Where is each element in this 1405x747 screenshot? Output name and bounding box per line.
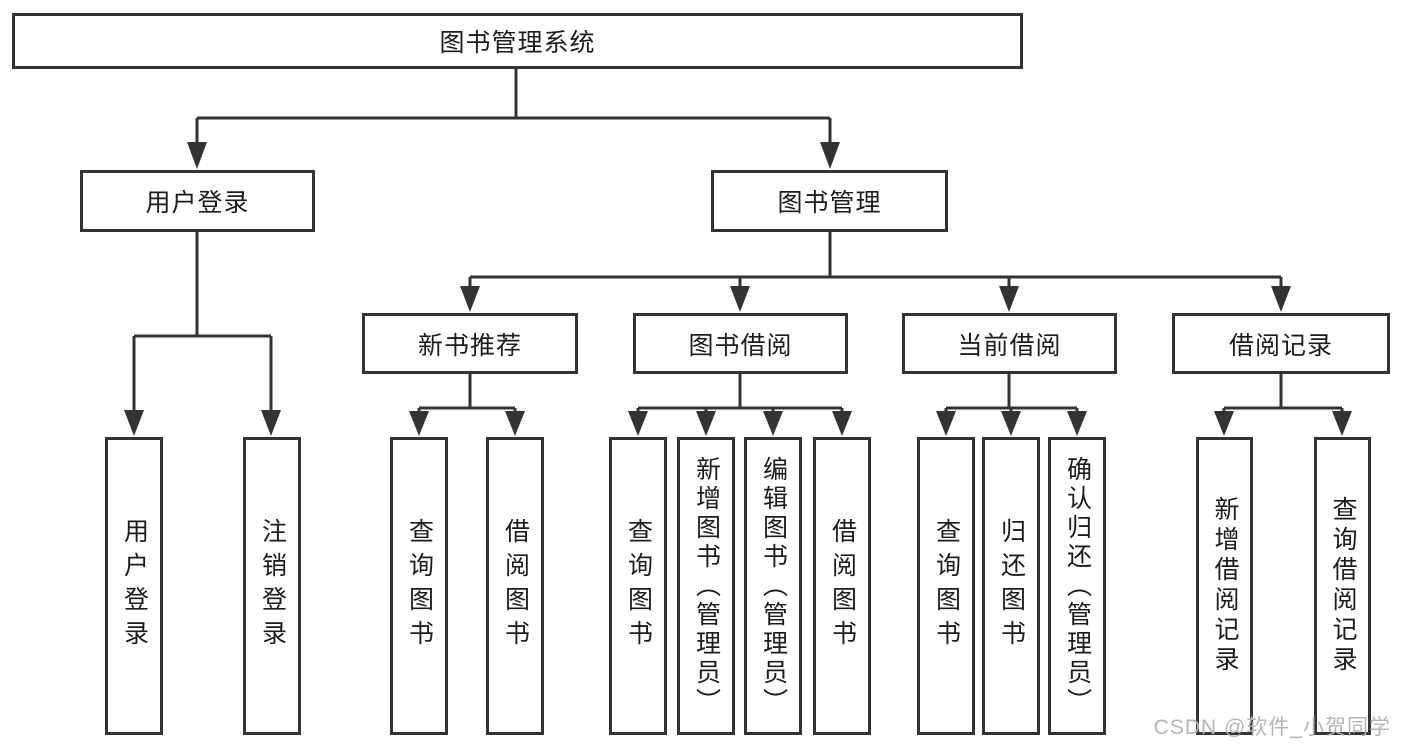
csdn-watermark: CSDN @软件_小贺同学 [1153,716,1391,739]
leaf-user-login-label: 用户登录 [120,518,149,654]
leaf-edit-book-admin-label: 编辑图书（管理员） [759,455,788,717]
leaf-current-query-book-label: 查询图书 [932,518,961,654]
leaf-borrow-query-book-label: 查询图书 [624,518,653,654]
node-borrow-record-label: 借阅记录 [1228,331,1333,360]
leaf-confirm-return-admin-label: 确认归还（管理员） [1063,455,1092,717]
leaf-add-book-admin-label: 新增图书（管理员） [692,455,721,717]
node-user-login: 用户登录 [80,170,315,232]
leaf-logout: 注销登录 [243,437,301,735]
node-current-borrow: 当前借阅 [902,313,1117,374]
leaf-recommend-query-book-label: 查询图书 [405,518,434,654]
node-book-borrow: 图书借阅 [633,313,848,374]
node-root-label: 图书管理系统 [439,29,596,57]
node-book-mgmt: 图书管理 [711,170,948,232]
node-root: 图书管理系统 [12,13,1023,69]
leaf-edit-book-admin: 编辑图书（管理员） [744,437,802,735]
leaf-add-borrow-record: 新增借阅记录 [1196,437,1253,735]
leaf-return-book: 归还图书 [982,437,1040,735]
leaf-borrow-query-book: 查询图书 [609,437,667,735]
leaf-user-login: 用户登录 [105,437,163,735]
leaf-current-query-book: 查询图书 [917,437,975,735]
leaf-return-book-label: 归还图书 [997,518,1026,654]
leaf-recommend-borrow-book-label: 借阅图书 [501,518,530,654]
leaf-confirm-return-admin: 确认归还（管理员） [1048,437,1106,735]
node-book-borrow-label: 图书借阅 [688,331,793,360]
leaf-recommend-borrow-book: 借阅图书 [486,437,544,735]
leaf-add-borrow-record-label: 新增借阅记录 [1211,496,1239,676]
leaf-query-borrow-record: 查询借阅记录 [1314,437,1371,735]
leaf-query-borrow-record-label: 查询借阅记录 [1329,496,1357,676]
node-borrow-record: 借阅记录 [1172,313,1390,374]
leaf-borrow-book-label: 借阅图书 [828,518,857,654]
node-book-mgmt-label: 图书管理 [777,189,882,217]
node-current-borrow-label: 当前借阅 [957,331,1062,360]
leaf-add-book-admin: 新增图书（管理员） [677,437,735,735]
leaf-borrow-book: 借阅图书 [813,437,871,735]
leaf-recommend-query-book: 查询图书 [390,437,448,735]
node-user-login-label: 用户登录 [145,189,250,217]
node-new-book-recommend: 新书推荐 [362,313,578,374]
node-new-book-recommend-label: 新书推荐 [417,331,522,360]
leaf-logout-label: 注销登录 [258,518,287,654]
